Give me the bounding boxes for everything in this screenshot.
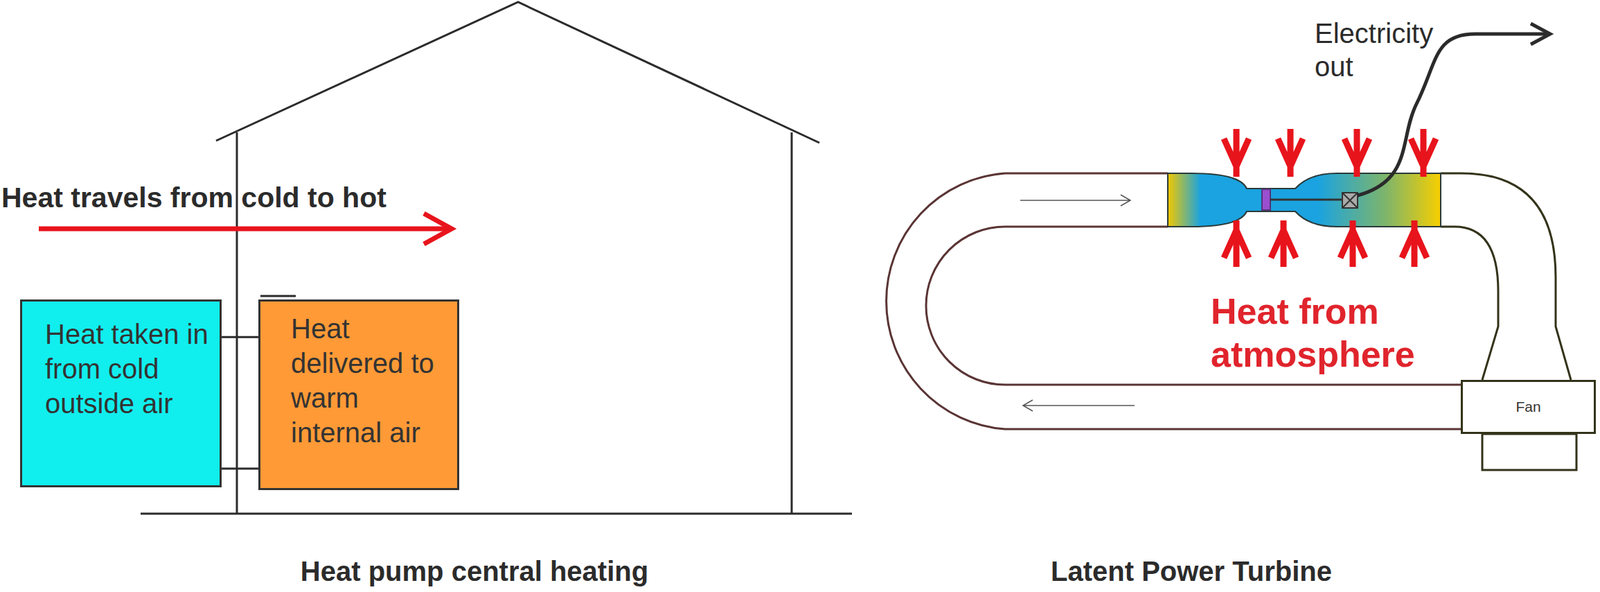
heat-box: Heat delivered to warm internal air [258,299,460,490]
heat-box: Heat taken in from cold outside air [20,299,222,487]
turbine [1261,189,1358,210]
box-text: Heat delivered to warm internal air [290,310,448,450]
heat-arrows [1223,128,1436,267]
heat-direction-arrow [38,213,452,244]
fan-box: Fan [1460,379,1596,434]
box-text: Heat taken in from cold outside air [45,316,209,421]
direction-label: Heat travels from cold to hot [1,181,487,215]
venturi-band [1167,173,1441,227]
connector-line [221,335,259,339]
output-label: Electricity out [1314,16,1464,84]
caption-label: Heat pump central heating [232,555,717,587]
caption-label: Latent Power Turbine [948,555,1434,587]
box-text: Fan [1515,397,1541,416]
heat-source-label: Heat from atmosphere [1210,289,1474,376]
flow-arrows [1020,194,1135,411]
connector-line [221,466,259,469]
house-outline [140,2,852,514]
electricity-wire [1357,23,1551,196]
fan-base [1482,433,1577,470]
